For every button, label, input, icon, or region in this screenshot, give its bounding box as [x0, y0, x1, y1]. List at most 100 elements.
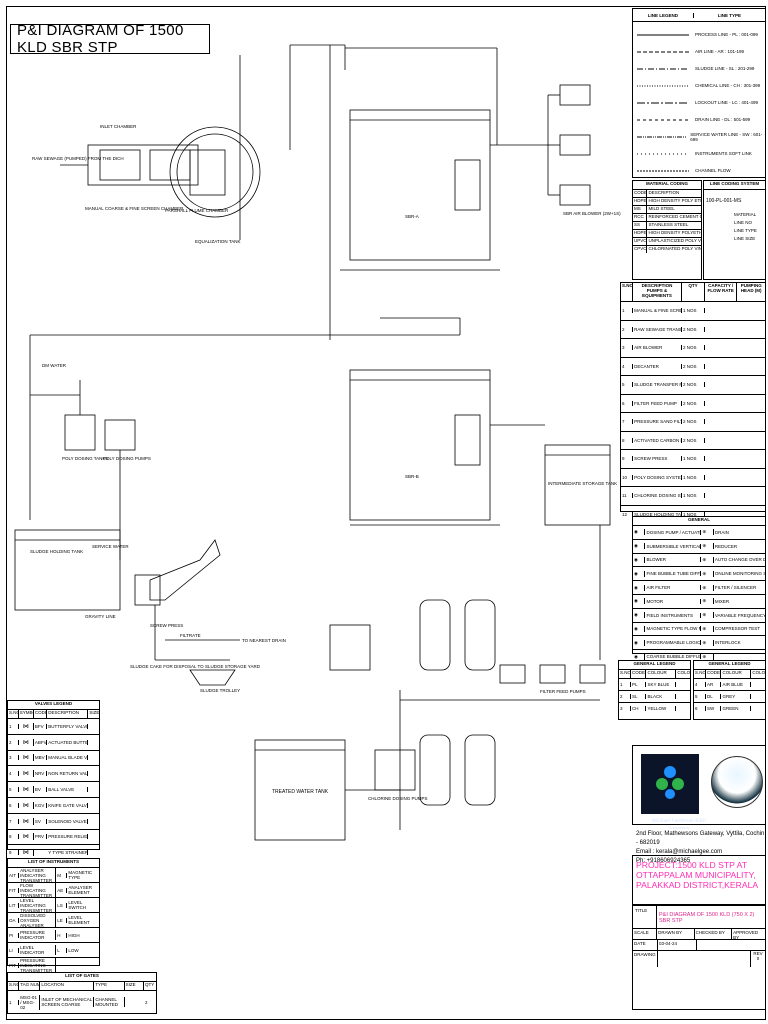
label-chlorine-dosing-pumps: CHLORINE DOSING PUMPS	[368, 796, 428, 801]
equip-cell: 10	[621, 474, 634, 480]
valve-desc: MANUAL BLADE VALVE	[48, 755, 89, 761]
sludge-holding-tank	[14, 529, 121, 611]
instrument-cell: AIT	[8, 872, 20, 878]
color-legend-header: CODE	[706, 670, 722, 678]
tb-checked-by: CHECKED BY	[695, 929, 733, 939]
equip-cell: 2 NOS	[682, 400, 706, 406]
material-col-code: CODE	[634, 190, 648, 197]
valve-code: KGV	[34, 802, 48, 808]
instrument-cell: AE	[56, 887, 68, 893]
instrument-cell: MAGNETIC TYPE	[68, 870, 93, 880]
material-desc: HIGH DENSITY POLYETHYLENE	[648, 230, 701, 235]
general-symbol-icon: ◉	[633, 570, 646, 577]
gates-cell: 2	[144, 999, 148, 1005]
valve-symbol-icon: ⋈	[19, 754, 34, 762]
logo-name: Michael Vardhman KRP	[652, 818, 706, 824]
color-sno: 6	[694, 706, 706, 711]
material-desc: CHLORINATED POLY VINYL CHLORIDE	[648, 246, 701, 251]
color-name: GREY	[721, 694, 752, 699]
valve-sno: 2	[8, 739, 19, 745]
project-title: PROJECT:1500 KLD STP AT OTTAPPALAM MUNIC…	[632, 855, 766, 905]
general-symbol-icon: ⊕	[701, 625, 714, 632]
label-manual-screen: MANUAL COARSE & FINE SCREEN CHAMBER	[85, 206, 184, 211]
line-coding-part: LINE SIZE	[734, 236, 756, 241]
valve-code: SV	[34, 818, 48, 824]
valves-legend-title: VALVES LEGEND	[34, 701, 73, 706]
instrument-cell: HIGH	[68, 932, 80, 938]
company-email: Email : kerala@michaelgee.com	[636, 849, 723, 855]
line-legend-item: PROCESS LINE - PL : 001-099	[635, 26, 763, 43]
instrument-cell: LEVEL INDICATOR	[19, 945, 57, 955]
material-desc: REINFORCED CEMENT CONCRETE	[648, 214, 701, 219]
color-legend-header: S.NO	[694, 670, 706, 678]
instruments-list-title: LIST OF INSTRUMENTS	[28, 859, 79, 864]
line-sample-icon	[637, 51, 689, 52]
valve-sno: 3	[8, 755, 19, 761]
valve-code: ABFV	[34, 739, 48, 745]
valve-header-cell: SIZE	[89, 710, 99, 715]
valve-symbol-icon: ⋈	[19, 801, 34, 809]
instrument-cell: L	[56, 947, 68, 953]
screw-press	[149, 539, 221, 601]
color-sno: 1	[619, 682, 631, 687]
general-legend-row: ◉FINE BUBBLE TUBE DIFFUSER⊕ONLINE MONITO…	[633, 567, 765, 582]
general-symbol-icon: ◉	[633, 584, 646, 591]
inlet-screen	[99, 149, 141, 181]
material-coding-title: MATERIAL CODING	[645, 181, 689, 186]
equip-cell: 1 NOS	[682, 474, 706, 480]
valve-code: BV	[34, 787, 48, 793]
color-legend-left: GENERAL LEGEND S.NOCODECOLOURCOLOUR 1PLS…	[618, 660, 691, 720]
label-intermediate-tank: INTERMEDIATE STORAGE TANK	[548, 481, 617, 486]
project-text: PROJECT:1500 KLD STP AT OTTAPPALAM MUNIC…	[636, 860, 759, 890]
company-address-block: 2nd Floor, Mathewsons Gateway, Vyttila, …	[636, 831, 768, 872]
equip-header-cell: S.NO	[621, 283, 634, 301]
label-screw-press: SCREW PRESS	[150, 623, 183, 628]
general-legend-text: MAGNETIC TYPE FLOW METER	[645, 626, 702, 632]
line-legend-title: LINE LEGEND	[633, 12, 694, 18]
intermediate-tank	[544, 444, 611, 526]
general-symbol-icon: ◉	[633, 639, 646, 646]
general-symbol-icon: ◉	[633, 556, 646, 563]
label-dm-water: DM WATER	[42, 363, 67, 368]
general-legend-row: ◉SUBMERSIBLE VERTICAL PUMP⊕REDUCER	[633, 540, 765, 554]
general-symbol-icon: ⊕	[701, 653, 714, 660]
color-legend-header: COLOUR	[721, 670, 752, 678]
equalization-tank	[169, 126, 261, 218]
color-code: PL	[631, 682, 647, 687]
line-coding-part: LINE TYPE	[734, 228, 757, 233]
general-legend-row: ◉COARSE BUBBLE DIFFUSER⊕	[633, 650, 765, 663]
general-legend-text: DOSING PUMP / ACTUATED PUMP	[646, 529, 702, 535]
line-coding-part: MATERIAL	[734, 212, 757, 217]
general-symbol-icon: ⊕	[701, 584, 714, 591]
valve-desc: SOLENOID VALVE	[48, 818, 89, 824]
label-service-water: SERVICE WATER	[92, 544, 129, 549]
general-legend-title: GENERAL	[687, 517, 710, 522]
color-name: SKY BLUE	[646, 682, 677, 687]
equip-cell: PRESSURE SAND FILTER	[634, 419, 682, 425]
line-legend-text: PROCESS LINE - PL : 001-099	[695, 32, 758, 37]
gates-header-cell: SIZE	[125, 982, 144, 990]
instrument-cell: FIT	[8, 887, 20, 893]
valve-symbol-icon: ⋈	[19, 833, 34, 841]
material-code: HDPE	[634, 230, 648, 237]
general-symbol-icon: ⊕	[701, 570, 714, 577]
color-code: AR	[706, 682, 722, 687]
label-equalization-tank: EQUALIZATION TANK	[195, 239, 241, 244]
tb-title-label: TITLE	[633, 906, 657, 928]
label-to-nearest-drain: TO NEAREST DRAIN	[242, 638, 286, 643]
equip-cell: 5	[621, 382, 634, 388]
line-legend-item: SERVICE WATER LINE - SW : 601-699	[635, 128, 763, 145]
instrument-cell: ANALYSER ELEMENT	[68, 885, 93, 895]
